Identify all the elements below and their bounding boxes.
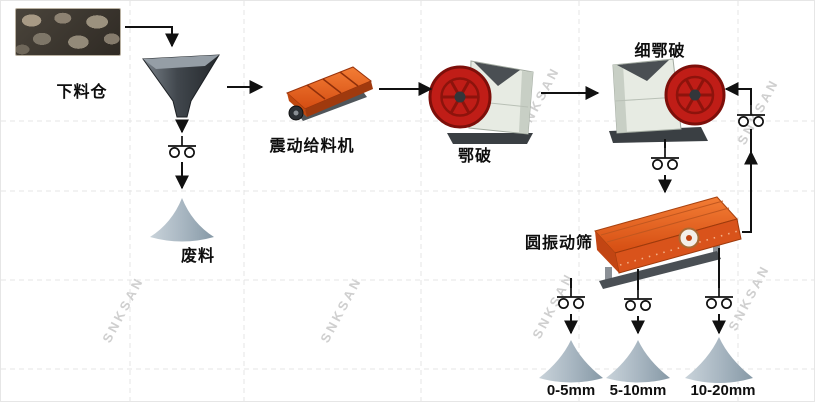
product-piles [539,337,753,383]
flow-arrows [125,26,758,335]
conveyor-icon [650,147,680,170]
product-label-2: 10-20mm [690,382,756,399]
fine-jaw-crusher-label: 细鄂破 [634,43,686,60]
conveyor-icon [167,135,197,158]
waste-label: 废料 [180,248,215,265]
return-arrow-to-fine [724,82,752,105]
product-pile-0 [539,340,603,383]
waste-pile-illustration [150,198,214,242]
vibrating-screen-label: 圆振动筛 [524,235,593,252]
vibrating-screen-illustration [594,196,742,289]
conveyor-icon [556,286,586,309]
jaw-crusher-illustration [428,60,534,144]
vibrating-feeder-illustration [286,66,373,121]
raw-material-photo [15,8,121,56]
conveyor-icon [704,286,734,309]
product-label-0: 0-5mm [546,382,596,399]
product-pile-1 [606,340,670,383]
conveyor-icon [736,104,766,127]
product-pile-2 [685,337,753,383]
hopper-label: 下料仓 [56,84,108,101]
jaw-crusher-label: 鄂破 [457,148,492,165]
arrow-photo-to-hopper [125,26,179,48]
fine-jaw-crusher-illustration [609,58,726,143]
product-label-1: 5-10mm [609,382,667,399]
return-line [742,129,752,233]
hopper-illustration [142,54,220,118]
feeder-label: 震动给料机 [269,138,355,155]
conveyor-icon [623,288,653,311]
